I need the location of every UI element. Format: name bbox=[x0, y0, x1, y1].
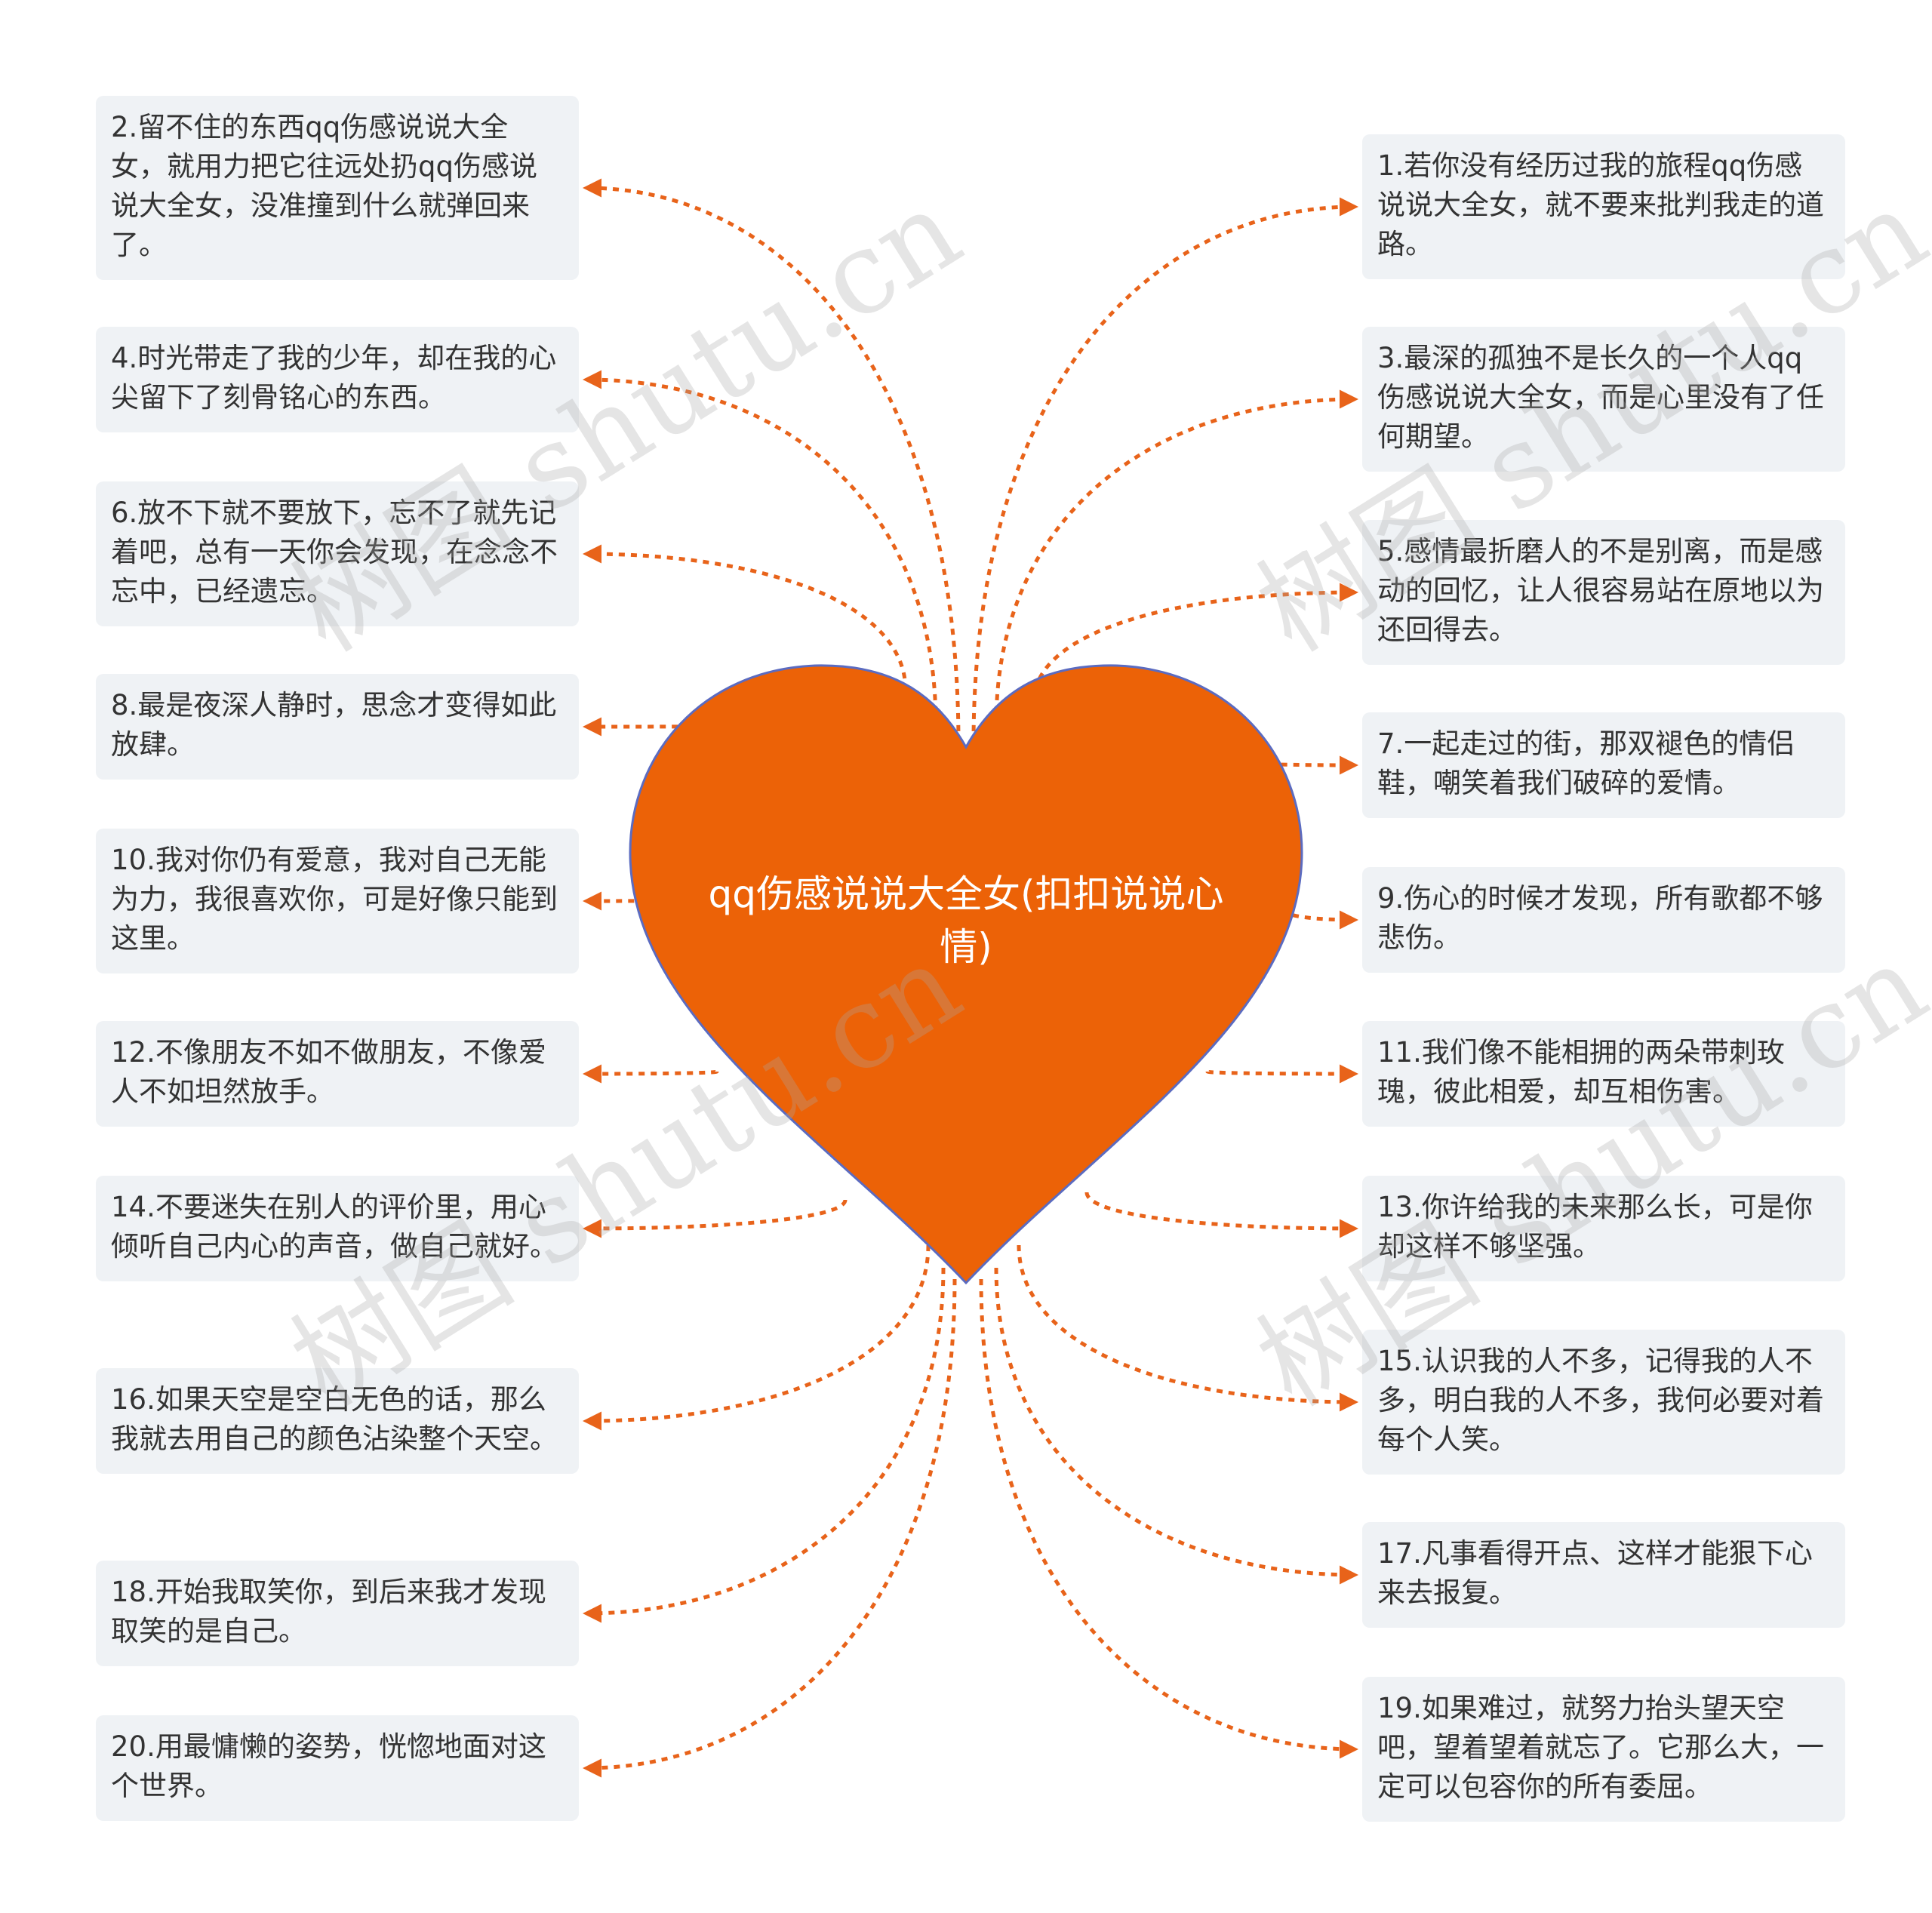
connector-line bbox=[1205, 1064, 1358, 1084]
connector-line bbox=[994, 1267, 1358, 1585]
topic-node-15[interactable]: 15.认识我的人不多，记得我的人不多，明白我的人不多，我何必要对着每个人笑。 bbox=[1362, 1330, 1845, 1475]
connector-line bbox=[1032, 583, 1358, 703]
connector-line bbox=[583, 370, 938, 725]
topic-node-14[interactable]: 14.不要迷失在别人的评价里，用心倾听自己内心的声音，做自己就好。 bbox=[96, 1176, 579, 1281]
connector-line bbox=[583, 1199, 848, 1238]
topic-node-4[interactable]: 4.时光带走了我的少年，却在我的心尖留下了刻骨铭心的东西。 bbox=[96, 327, 579, 432]
topic-node-19[interactable]: 19.如果难过，就努力抬头望天空吧，望着望着就忘了。它那么大，一定可以包容你的所… bbox=[1362, 1677, 1845, 1822]
connector-line bbox=[583, 1244, 931, 1431]
topic-node-1[interactable]: 1.若你没有经历过我的旅程qq伤感说说大全女，就不要来批判我走的道路。 bbox=[1362, 134, 1845, 279]
topic-node-7[interactable]: 7.一起走过的街，那双褪色的情侣鞋，嘲笑着我们破碎的爱情。 bbox=[1362, 712, 1845, 818]
topic-node-6[interactable]: 6.放不下就不要放下，忘不了就先记着吧，总有一天你会发现，在念念不忘中，已经遗忘… bbox=[96, 481, 579, 626]
topic-node-5[interactable]: 5.感情最折磨人的不是别离，而是感动的回忆，让人很容易站在原地以为还回得去。 bbox=[1362, 520, 1845, 665]
topic-node-2[interactable]: 2.留不住的东西qq伤感说说大全女，就用力把它往远处扔qq伤感说说大全女，没准撞… bbox=[96, 96, 579, 280]
connector-line bbox=[583, 1064, 719, 1084]
topic-node-13[interactable]: 13.你许给我的未来那么长，可是你却这样不够坚强。 bbox=[1362, 1176, 1845, 1281]
connector-line bbox=[583, 1278, 957, 1778]
connector-line bbox=[979, 1278, 1358, 1759]
topic-node-17[interactable]: 17.凡事看得开点、这样才能狠下心来去报复。 bbox=[1362, 1522, 1845, 1628]
topic-node-11[interactable]: 11.我们像不能相拥的两朵带刺玫瑰，彼此相爱，却互相伤害。 bbox=[1362, 1021, 1845, 1127]
topic-node-10[interactable]: 10.我对你仍有爱意，我对自己无能为力，我很喜欢你，可是好像只能到这里。 bbox=[96, 829, 579, 973]
connector-line bbox=[583, 544, 908, 691]
connector-line bbox=[994, 389, 1358, 725]
topic-node-16[interactable]: 16.如果天空是空白无色的话，那么我就去用自己的颜色沾染整个天空。 bbox=[96, 1368, 579, 1474]
topic-node-9[interactable]: 9.伤心的时候才发现，所有歌都不够悲伤。 bbox=[1362, 867, 1845, 973]
topic-node-18[interactable]: 18.开始我取笑你，到后来我才发现取笑的是自己。 bbox=[96, 1561, 579, 1666]
central-topic[interactable]: qq伤感说说大全女(扣扣说说心情) bbox=[708, 872, 1224, 969]
connector-line bbox=[1084, 1192, 1358, 1238]
connector-line bbox=[1017, 1244, 1358, 1412]
topic-node-20[interactable]: 20.用最慵懒的姿势，恍惚地面对这个世界。 bbox=[96, 1715, 579, 1821]
topic-node-3[interactable]: 3.最深的孤独不是长久的一个人qq伤感说说大全女，而是心里没有了任何期望。 bbox=[1362, 327, 1845, 472]
topic-node-8[interactable]: 8.最是夜深人静时，思念才变得如此放肆。 bbox=[96, 674, 579, 780]
connector-line bbox=[583, 1267, 946, 1623]
connector-line bbox=[971, 197, 1358, 744]
connector-line bbox=[583, 178, 961, 744]
heart-shape bbox=[629, 664, 1303, 1285]
topic-node-12[interactable]: 12.不像朋友不如不做朋友，不像爱人不如坦然放手。 bbox=[96, 1021, 579, 1127]
